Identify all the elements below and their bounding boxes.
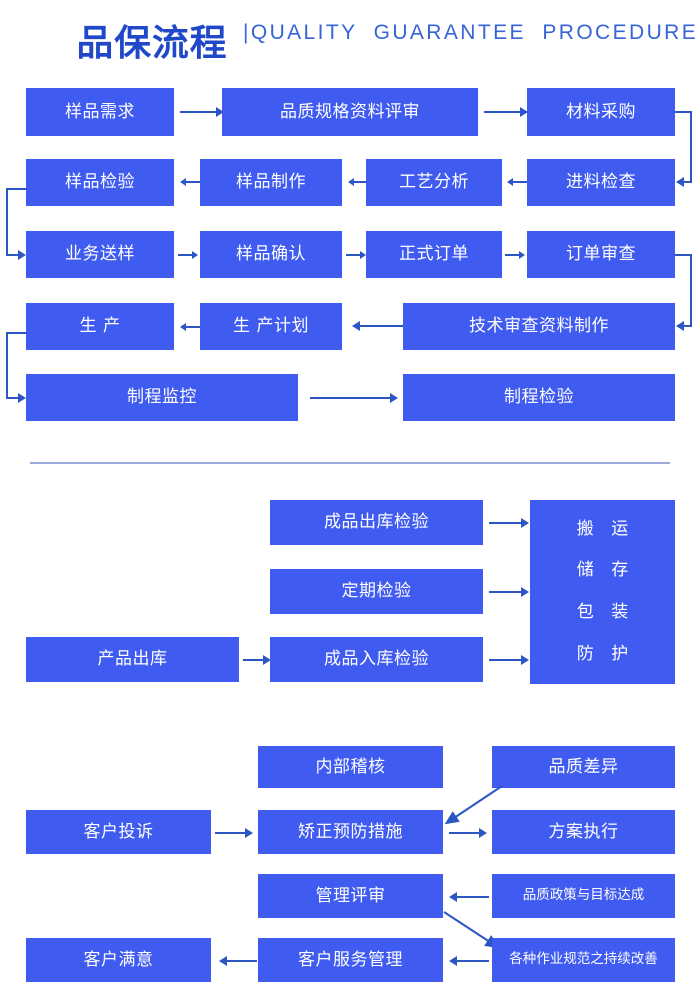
connector-line	[6, 188, 26, 190]
connector-line	[215, 832, 245, 834]
arrow-right-icon	[360, 251, 366, 259]
arrow-left-icon	[676, 321, 684, 331]
connector-line	[489, 659, 521, 661]
arrow-right-icon	[521, 587, 529, 597]
arrow-right-icon	[192, 251, 198, 259]
box-finished-outbound-inspection[interactable]: 成品出库检验	[270, 500, 483, 545]
arrow-right-icon	[390, 393, 398, 403]
connector-line	[675, 111, 692, 113]
box-plan-execution[interactable]: 方案执行	[492, 810, 675, 854]
connector-line	[186, 326, 200, 328]
connector-line	[489, 591, 521, 593]
connector-line	[180, 111, 216, 113]
box-sample-requirement[interactable]: 样品需求	[26, 88, 174, 136]
arrow-left-icon	[449, 956, 457, 966]
connector-line	[457, 896, 489, 898]
connector-line	[227, 960, 257, 962]
section-divider	[30, 462, 670, 464]
connector-line	[310, 397, 390, 399]
box-quality-policy-goal[interactable]: 品质政策与目标达成	[492, 874, 675, 918]
connector-line	[6, 332, 8, 398]
arrow-right-icon	[263, 655, 271, 665]
arrow-left-icon	[180, 178, 186, 186]
connector-line	[457, 960, 489, 962]
arrow-left-icon	[449, 892, 457, 902]
connector-line	[505, 254, 519, 256]
connector-line	[513, 181, 527, 183]
arrow-left-icon	[348, 178, 354, 186]
connector-line	[354, 181, 368, 183]
tall-box-line-1: 搬 运	[576, 518, 635, 539]
arrow-right-icon	[521, 655, 529, 665]
connector-line	[690, 254, 692, 326]
arrow-left-icon	[219, 956, 227, 966]
page-title-cn: 品保流程	[76, 23, 228, 64]
box-business-sample-delivery[interactable]: 业务送样	[26, 231, 174, 278]
arrow-right-icon	[519, 251, 525, 259]
diagonal-arrow-down-left-icon	[444, 785, 503, 825]
connector-line	[684, 181, 692, 183]
connector-line	[6, 188, 8, 255]
arrow-right-icon	[245, 828, 253, 838]
arrow-right-icon	[479, 828, 487, 838]
box-customer-service-management[interactable]: 客户服务管理	[258, 938, 443, 982]
box-product-outbound[interactable]: 产品出库	[26, 637, 239, 682]
box-formal-order[interactable]: 正式订单	[366, 231, 502, 278]
box-customer-satisfaction[interactable]: 客户满意	[26, 938, 211, 982]
box-sample-confirmation[interactable]: 样品确认	[200, 231, 342, 278]
box-periodic-inspection[interactable]: 定期检验	[270, 569, 483, 614]
box-tech-review-doc[interactable]: 技术审查资料制作	[403, 303, 675, 350]
box-quality-spec-review[interactable]: 品质规格资料评审	[222, 88, 478, 136]
box-customer-complaint[interactable]: 客户投诉	[26, 810, 211, 854]
connector-line	[449, 832, 479, 834]
connector-line	[684, 325, 692, 327]
box-process-monitoring[interactable]: 制程监控	[26, 374, 298, 421]
connector-line	[360, 325, 403, 327]
arrow-left-icon	[507, 178, 513, 186]
connector-line	[484, 111, 520, 113]
box-production[interactable]: 生 产	[26, 303, 174, 350]
arrow-right-icon	[216, 107, 224, 117]
connector-line	[243, 659, 263, 661]
arrow-left-icon	[180, 323, 186, 331]
arrow-right-icon	[520, 107, 528, 117]
box-material-purchase[interactable]: 材料采购	[527, 88, 675, 136]
connector-line	[346, 254, 360, 256]
arrow-left-icon	[352, 321, 360, 331]
tall-box-line-2: 储 存	[576, 560, 635, 581]
box-corrective-preventive-action[interactable]: 矫正预防措施	[258, 810, 443, 854]
arrow-right-icon	[521, 518, 529, 528]
connector-line	[186, 181, 200, 183]
box-process-inspection[interactable]: 制程检验	[403, 374, 675, 421]
arrow-left-icon	[676, 177, 684, 187]
connector-line	[675, 254, 692, 256]
tall-box-line-3: 包 装	[576, 602, 635, 622]
connector-line	[6, 254, 18, 256]
connector-line	[489, 522, 521, 524]
box-handling-storage-packing-protection[interactable]: 搬 运 储 存 包 装 防 护	[530, 500, 675, 684]
connector-line	[178, 254, 192, 256]
box-production-plan[interactable]: 生 产计划	[200, 303, 342, 350]
page-header: 品保流程 |QUALITY GUARANTEE PROCEDURE	[0, 0, 700, 72]
box-internal-audit[interactable]: 内部稽核	[258, 746, 443, 788]
box-process-analysis[interactable]: 工艺分析	[366, 159, 502, 206]
connector-line	[6, 332, 26, 334]
box-management-review[interactable]: 管理评审	[258, 874, 443, 918]
box-incoming-inspection[interactable]: 进料检查	[527, 159, 675, 206]
box-quality-deviation[interactable]: 品质差异	[492, 746, 675, 788]
box-sample-making[interactable]: 样品制作	[200, 159, 342, 206]
arrow-right-icon	[18, 250, 26, 260]
connector-line	[6, 397, 18, 399]
box-order-review[interactable]: 订单审查	[527, 231, 675, 278]
page-title-en: |QUALITY GUARANTEE PROCEDURE	[243, 21, 699, 44]
connector-line	[690, 111, 692, 182]
box-continuous-improvement[interactable]: 各种作业规范之持续改善	[492, 938, 675, 982]
box-finished-inbound-inspection[interactable]: 成品入库检验	[270, 637, 483, 682]
diagonal-arrow-down-right-icon	[443, 911, 500, 949]
arrow-right-icon	[18, 393, 26, 403]
tall-box-line-4: 防 护	[576, 643, 635, 664]
box-sample-inspection[interactable]: 样品检验	[26, 159, 174, 206]
